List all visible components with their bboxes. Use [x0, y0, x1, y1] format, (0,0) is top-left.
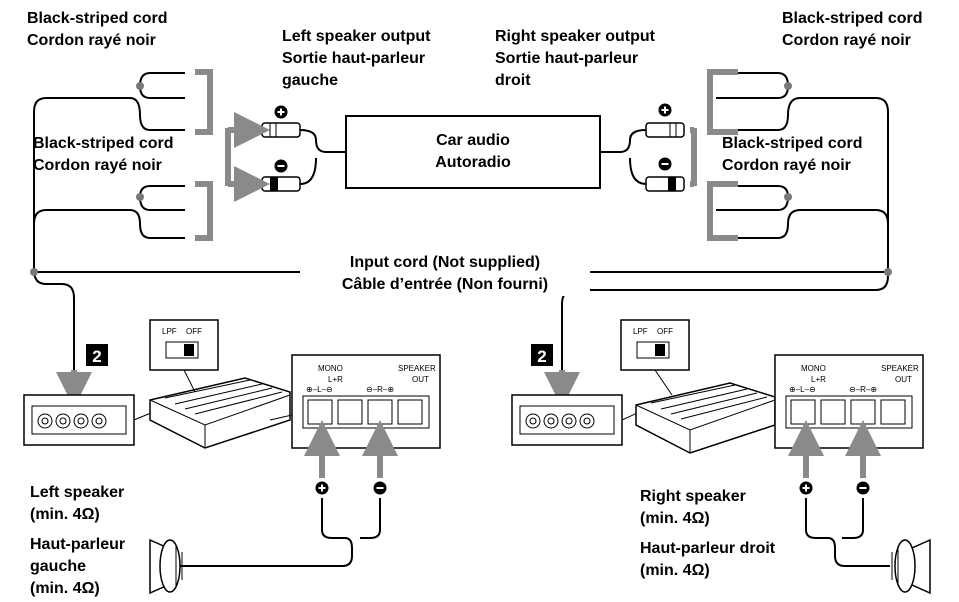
right-speaker-label: Right speaker (min. 4Ω) Haut-parleur dro…	[640, 488, 776, 579]
polarity-plus-icon	[799, 481, 813, 495]
svg-text:LPF: LPF	[633, 327, 648, 336]
right-rca-plug-minus	[645, 176, 685, 192]
svg-text:MONO: MONO	[801, 364, 826, 373]
svg-text:OFF: OFF	[657, 327, 673, 336]
svg-text:⊕–L–⊖: ⊕–L–⊖	[789, 385, 816, 394]
svg-text:MONO: MONO	[318, 364, 343, 373]
left-input-cord	[30, 72, 330, 370]
black-striped-cord-label: Black-striped cord Cordon rayé noir	[27, 10, 168, 49]
svg-text:L+R: L+R	[811, 375, 826, 384]
left-lpf-switch-panel: LPF OFF	[149, 319, 219, 393]
right-amplifier	[635, 382, 776, 454]
polarity-minus-icon	[274, 159, 288, 173]
black-striped-cord-label: Black-striped cord Cordon rayé noir	[33, 135, 174, 174]
step-badge: 2	[531, 344, 553, 366]
right-speaker-output-label: Right speaker output Sortie haut-parleur…	[495, 28, 656, 89]
left-amplifier	[149, 377, 291, 449]
right-speaker-icon	[891, 538, 931, 595]
left-speaker-output-label: Left speaker output Sortie haut-parleur …	[282, 28, 431, 89]
svg-text:⊖–R–⊕: ⊖–R–⊕	[849, 385, 877, 394]
left-speaker-wire	[180, 498, 381, 567]
svg-text:OFF: OFF	[186, 327, 202, 336]
left-input-jack-panel	[23, 394, 171, 446]
right-input-jack-panel	[511, 394, 656, 446]
left-rca-plug-plus	[261, 122, 301, 138]
svg-text:SPEAKER: SPEAKER	[398, 364, 436, 373]
polarity-minus-icon	[856, 481, 870, 495]
svg-text:SPEAKER: SPEAKER	[881, 364, 919, 373]
black-striped-cord-label: Black-striped cord Cordon rayé noir	[722, 135, 863, 174]
black-striped-cord-label: Black-striped cord Cordon rayé noir	[782, 10, 923, 49]
right-input-cord	[561, 72, 892, 370]
svg-text:L+R: L+R	[328, 375, 343, 384]
svg-text:LPF: LPF	[162, 327, 177, 336]
right-rca-bracket	[690, 69, 738, 241]
svg-text:OUT: OUT	[412, 375, 429, 384]
left-output-wire	[299, 129, 346, 185]
car-audio-unit	[345, 115, 601, 189]
left-rca-plug-minus	[261, 176, 301, 192]
polarity-plus-icon	[658, 103, 672, 117]
polarity-plus-icon	[315, 481, 329, 495]
input-cord-label: Input cord (Not supplied) Câble d’entrée…	[300, 252, 590, 296]
polarity-minus-icon	[373, 481, 387, 495]
svg-text:2: 2	[537, 347, 546, 366]
car-audio-label: Car audio Autoradio	[435, 132, 511, 171]
polarity-plus-icon	[274, 105, 288, 119]
left-speaker-terminal-panel: MONO L+R SPEAKER OUT ⊕–L–⊖ ⊖–R–⊕	[269, 354, 441, 449]
right-speaker-terminal-panel: MONO L+R SPEAKER OUT ⊕–L–⊖ ⊖–R–⊕	[774, 354, 924, 449]
svg-text:2: 2	[92, 347, 101, 366]
right-output-wire	[600, 129, 647, 185]
svg-text:⊕–L–⊖: ⊕–L–⊖	[306, 385, 333, 394]
step-badge: 2	[86, 344, 108, 366]
right-speaker-wire	[805, 498, 890, 567]
left-speaker-icon	[149, 538, 183, 595]
left-rca-bracket	[195, 69, 270, 241]
polarity-minus-icon	[658, 157, 672, 171]
right-lpf-switch-panel: LPF OFF	[620, 319, 690, 396]
right-rca-plug-plus	[645, 122, 685, 138]
left-speaker-label: Left speaker (min. 4Ω) Haut-parleur gauc…	[30, 484, 126, 597]
svg-text:OUT: OUT	[895, 375, 912, 384]
svg-text:⊖–R–⊕: ⊖–R–⊕	[366, 385, 394, 394]
